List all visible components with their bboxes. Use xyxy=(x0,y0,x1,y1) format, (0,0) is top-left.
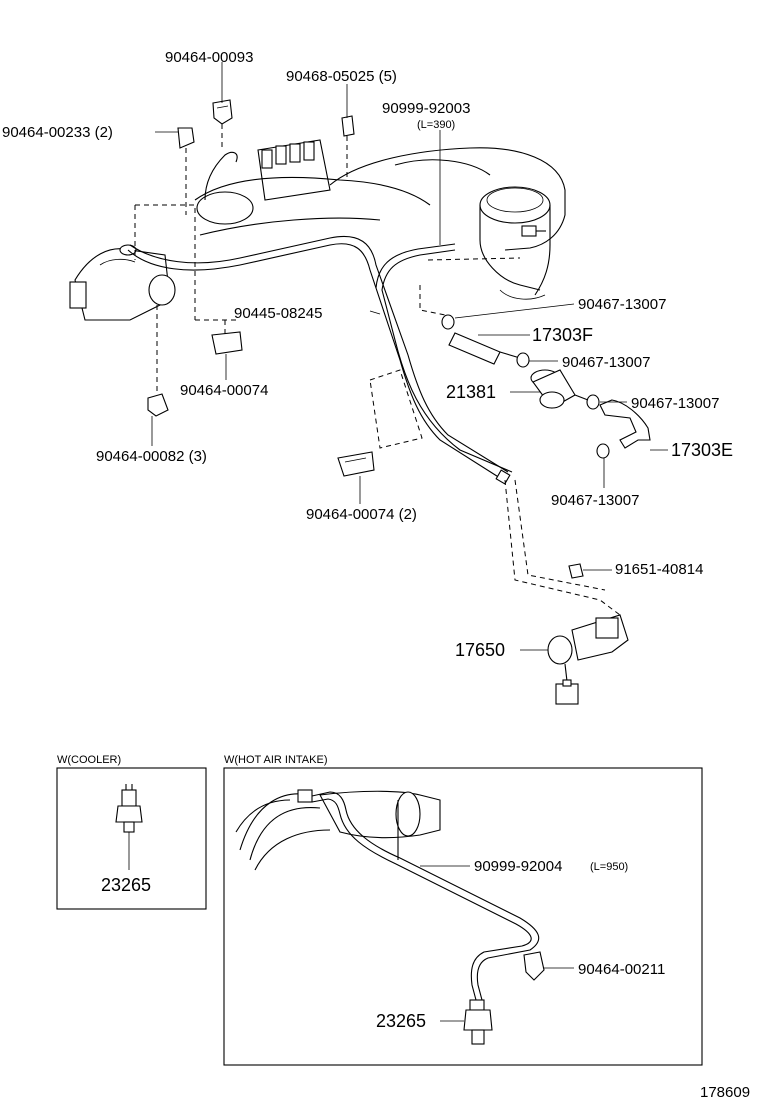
figure-number: 178609 xyxy=(700,1084,750,1101)
label-90468-05025: 90468-05025 (5) xyxy=(286,68,397,85)
label-90464-00233: 90464-00233 (2) xyxy=(2,124,113,141)
label-90464-00074: 90464-00074 xyxy=(180,382,268,399)
hot-air-frame xyxy=(223,767,703,1066)
label-90467-13007-d: 90467-13007 xyxy=(551,492,639,509)
engine-assembly xyxy=(69,139,566,321)
label-90999-92003: 90999-92003 xyxy=(382,100,470,117)
label-17303E: 17303E xyxy=(671,440,733,460)
hot-air-inset: W(HOT AIR INTAKE) 90999-92004 (L=950) 90… xyxy=(223,754,703,1066)
cooler-title: W(COOLER) xyxy=(57,754,121,766)
label-90464-00074-2: 90464-00074 (2) xyxy=(306,506,417,523)
label-17650: 17650 xyxy=(455,640,505,660)
filter-hose-group xyxy=(369,257,651,459)
cooler-inset: W(COOLER) 23265 xyxy=(56,754,207,910)
label-21381: 21381 xyxy=(446,382,496,402)
label-90464-00082: 90464-00082 (3) xyxy=(96,448,207,465)
label-90464-00093: 90464-00093 xyxy=(165,49,253,66)
leader-lines xyxy=(151,62,668,651)
label-90467-13007-b: 90467-13007 xyxy=(562,354,650,371)
label-91651-40814: 91651-40814 xyxy=(615,561,703,578)
vacuum-hoses xyxy=(127,236,621,616)
label-17303F: 17303F xyxy=(532,325,593,345)
label-90464-00211: 90464-00211 xyxy=(578,961,665,978)
label-90467-13007-c: 90467-13007 xyxy=(631,395,719,412)
cooler-part-label: 23265 xyxy=(101,875,151,895)
part-labels: 90464-00093 90468-05025 (5) 90999-92003 … xyxy=(2,49,733,660)
label-90999-92004: 90999-92004 xyxy=(474,858,562,875)
hot-air-title: W(HOT AIR INTAKE) xyxy=(224,754,328,766)
vsv-assembly xyxy=(547,563,629,705)
label-90445-08245: 90445-08245 xyxy=(234,305,322,322)
label-l950: (L=950) xyxy=(590,861,628,873)
clips xyxy=(147,99,375,477)
label-90467-13007-a: 90467-13007 xyxy=(578,296,666,313)
cooler-frame xyxy=(56,767,207,910)
label-l390: (L=390) xyxy=(417,119,455,131)
hot-air-part-label: 23265 xyxy=(376,1011,426,1031)
